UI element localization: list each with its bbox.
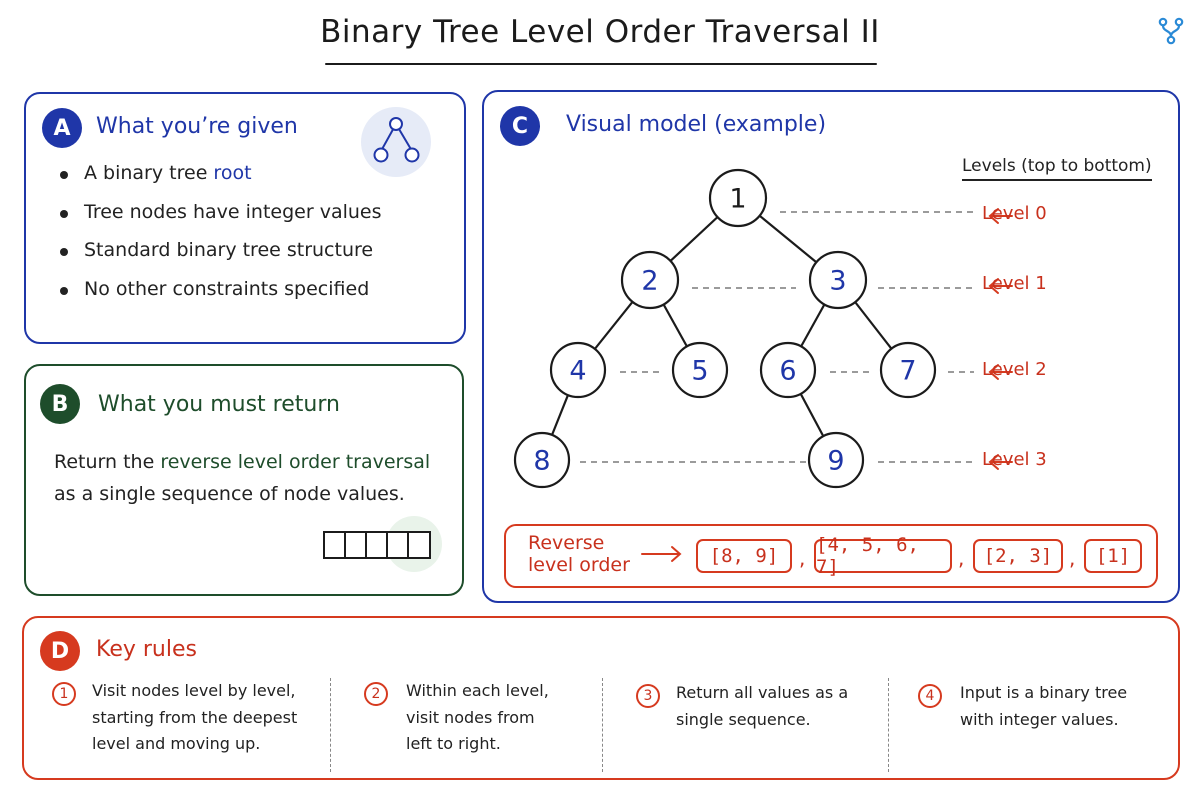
tree-node-circle bbox=[879, 341, 937, 399]
rule-number: 1 bbox=[52, 682, 76, 706]
left-arrow-icon bbox=[988, 364, 1013, 380]
tree-node-label: 4 bbox=[569, 356, 586, 387]
given-item: Standard binary tree structure bbox=[56, 239, 382, 278]
level-group: [2, 3] bbox=[973, 539, 1063, 573]
level-label: Level 1 bbox=[982, 273, 1047, 294]
group-separator: , bbox=[1069, 546, 1076, 570]
rule-number: 4 bbox=[918, 684, 942, 708]
tree-node-circle bbox=[808, 250, 868, 310]
tree-node-label: 3 bbox=[829, 266, 846, 297]
given-item: Tree nodes have integer values bbox=[56, 201, 382, 240]
tree-node-label: 6 bbox=[779, 356, 796, 387]
return-description: Return the reverse level order traversal… bbox=[54, 451, 431, 505]
levels-header: Levels (top to bottom) bbox=[962, 156, 1152, 181]
return-heading: What you must return bbox=[98, 392, 340, 417]
group-separator: , bbox=[958, 546, 965, 570]
title-underline bbox=[325, 63, 877, 65]
tree-diagram: 1 2 3 4 5 6 7 8 9 bbox=[513, 168, 1013, 489]
right-arrow-icon bbox=[641, 546, 682, 562]
reverse-traversal-highlight: reverse level order traversal bbox=[160, 451, 431, 473]
tree-node-label: 1 bbox=[729, 184, 746, 215]
level-group: [4, 5, 6, 7] bbox=[814, 534, 952, 578]
return-panel: B What you must return Return the revers… bbox=[24, 364, 464, 596]
tree-node-label: 2 bbox=[641, 266, 658, 297]
reverse-order-label: Reverse level order bbox=[528, 532, 630, 576]
rule-divider bbox=[602, 678, 603, 772]
rule-text: Within each level, visit nodes from left… bbox=[406, 681, 549, 753]
rule-text: Return all values as a single sequence. bbox=[676, 683, 849, 729]
tree-node-label: 5 bbox=[691, 356, 708, 387]
root-highlight: root bbox=[213, 162, 252, 184]
visual-model-heading: Visual model (example) bbox=[566, 112, 827, 137]
left-arrow-icon bbox=[988, 208, 1013, 224]
page-title: Binary Tree Level Order Traversal II bbox=[320, 14, 880, 50]
left-arrow-icon bbox=[988, 454, 1013, 470]
rule-text: Input is a binary tree with integer valu… bbox=[960, 683, 1128, 729]
git-branch-icon bbox=[1158, 17, 1184, 45]
level-label: Level 0 bbox=[982, 203, 1047, 224]
level-group: [1] bbox=[1084, 539, 1142, 573]
panel-badge-c: C bbox=[500, 106, 540, 146]
tree-node-circle bbox=[759, 341, 817, 399]
tree-icon bbox=[361, 107, 431, 177]
tree-node-circle bbox=[708, 168, 768, 228]
visual-model-panel: C Visual model (example) Levels (top to … bbox=[482, 90, 1180, 603]
tree-node-label: 9 bbox=[827, 446, 844, 477]
given-list: A binary tree root Tree nodes have integ… bbox=[56, 162, 382, 316]
given-item: No other constraints specified bbox=[56, 278, 382, 317]
key-rules-panel: D Key rules 1 Visit nodes level by level… bbox=[22, 616, 1180, 780]
array-cells-icon bbox=[323, 516, 442, 572]
panel-badge-a: A bbox=[42, 108, 82, 148]
tree-node-label: 7 bbox=[899, 356, 916, 387]
given-item: A binary tree root bbox=[56, 162, 382, 201]
level-label: Level 3 bbox=[982, 449, 1047, 470]
given-panel: A What you’re given A binary tree root T… bbox=[24, 92, 466, 344]
rule-divider bbox=[330, 678, 331, 772]
panel-badge-d: D bbox=[40, 631, 80, 671]
tree-node-circle bbox=[671, 341, 729, 399]
reverse-order-result: Reverse level order [8, 9] , [4, 5, 6, 7… bbox=[504, 524, 1158, 588]
left-arrow-icon bbox=[988, 278, 1013, 294]
group-separator: , bbox=[799, 546, 806, 570]
tree-node-label: 8 bbox=[533, 446, 550, 477]
tree-node-circle bbox=[513, 431, 571, 489]
tree-node-circle bbox=[549, 341, 607, 399]
panel-badge-b: B bbox=[40, 384, 80, 424]
tree-node-circle bbox=[807, 431, 865, 489]
given-heading: What you’re given bbox=[96, 114, 298, 139]
key-rules-heading: Key rules bbox=[96, 637, 197, 662]
rule-number: 2 bbox=[364, 682, 388, 706]
level-label: Level 2 bbox=[982, 359, 1047, 380]
rule-text: Visit nodes level by level, starting fro… bbox=[92, 681, 298, 753]
rule-divider bbox=[888, 678, 889, 772]
rule-number: 3 bbox=[636, 684, 660, 708]
tree-node-circle bbox=[620, 250, 680, 310]
level-group: [8, 9] bbox=[696, 539, 792, 573]
